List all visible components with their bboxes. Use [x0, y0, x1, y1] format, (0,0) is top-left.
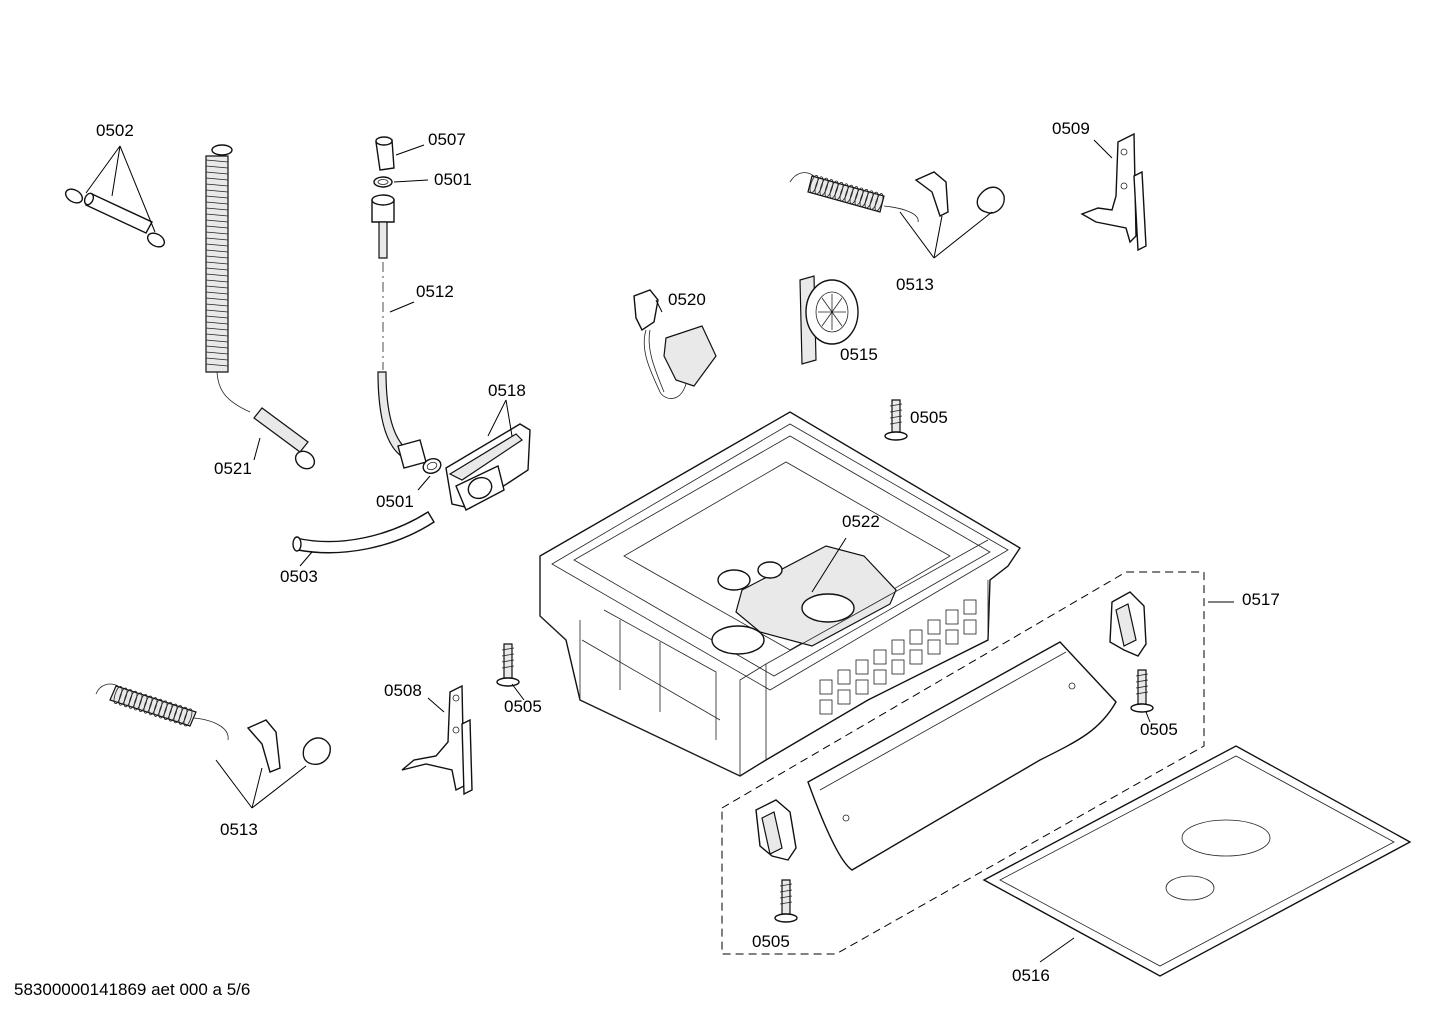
- label-0520: 0520: [668, 290, 706, 309]
- screw-0505-c: [1130, 669, 1154, 713]
- part-0521-drain-hose: [205, 144, 316, 470]
- part-0522-base-assembly: [539, 411, 1021, 777]
- screw-0505-d: [774, 879, 798, 923]
- label-0518: 0518: [488, 381, 526, 400]
- label-0501-top: 0501: [434, 170, 472, 189]
- label-0513-top: 0513: [896, 275, 934, 294]
- label-0502: 0502: [96, 121, 134, 140]
- part-0513-spring-lower: [95, 683, 331, 809]
- label-0505-top: 0505: [910, 408, 948, 427]
- label-0512: 0512: [416, 282, 454, 301]
- label-0501-bottom: 0501: [376, 492, 414, 511]
- label-0522: 0522: [842, 512, 880, 531]
- part-0507-0501-0512-inlet: [371, 136, 442, 491]
- label-0509: 0509: [1052, 119, 1090, 138]
- part-0503-hose: [292, 511, 435, 567]
- label-0515: 0515: [840, 345, 878, 364]
- label-0516: 0516: [1012, 966, 1050, 985]
- part-0515-pump: [799, 275, 859, 365]
- part-0509-bracket: [1080, 132, 1147, 252]
- part-0516-base-plate: [982, 745, 1412, 977]
- label-0521: 0521: [214, 459, 252, 478]
- label-0508: 0508: [384, 681, 422, 700]
- part-0518-distributor: [445, 399, 531, 511]
- part-0502-clamp-sleeve: [64, 145, 166, 248]
- label-0517: 0517: [1242, 590, 1280, 609]
- screw-0505-a: [884, 399, 908, 441]
- part-0508-bracket: [401, 684, 473, 796]
- part-0517-group: [721, 571, 1234, 955]
- screw-0505-b: [496, 643, 520, 687]
- part-0513-spring-upper: [789, 171, 1005, 259]
- label-0507: 0507: [428, 130, 466, 149]
- label-0505-right: 0505: [1140, 720, 1178, 739]
- label-0503: 0503: [280, 567, 318, 586]
- drawing-number-footer: 58300000141869 aet 000 a 5/6: [14, 980, 251, 999]
- label-0505-middle: 0505: [504, 697, 542, 716]
- label-0505-bottom: 0505: [752, 932, 790, 951]
- label-0513-bottom: 0513: [220, 820, 258, 839]
- part-0520-sensor: [633, 289, 717, 399]
